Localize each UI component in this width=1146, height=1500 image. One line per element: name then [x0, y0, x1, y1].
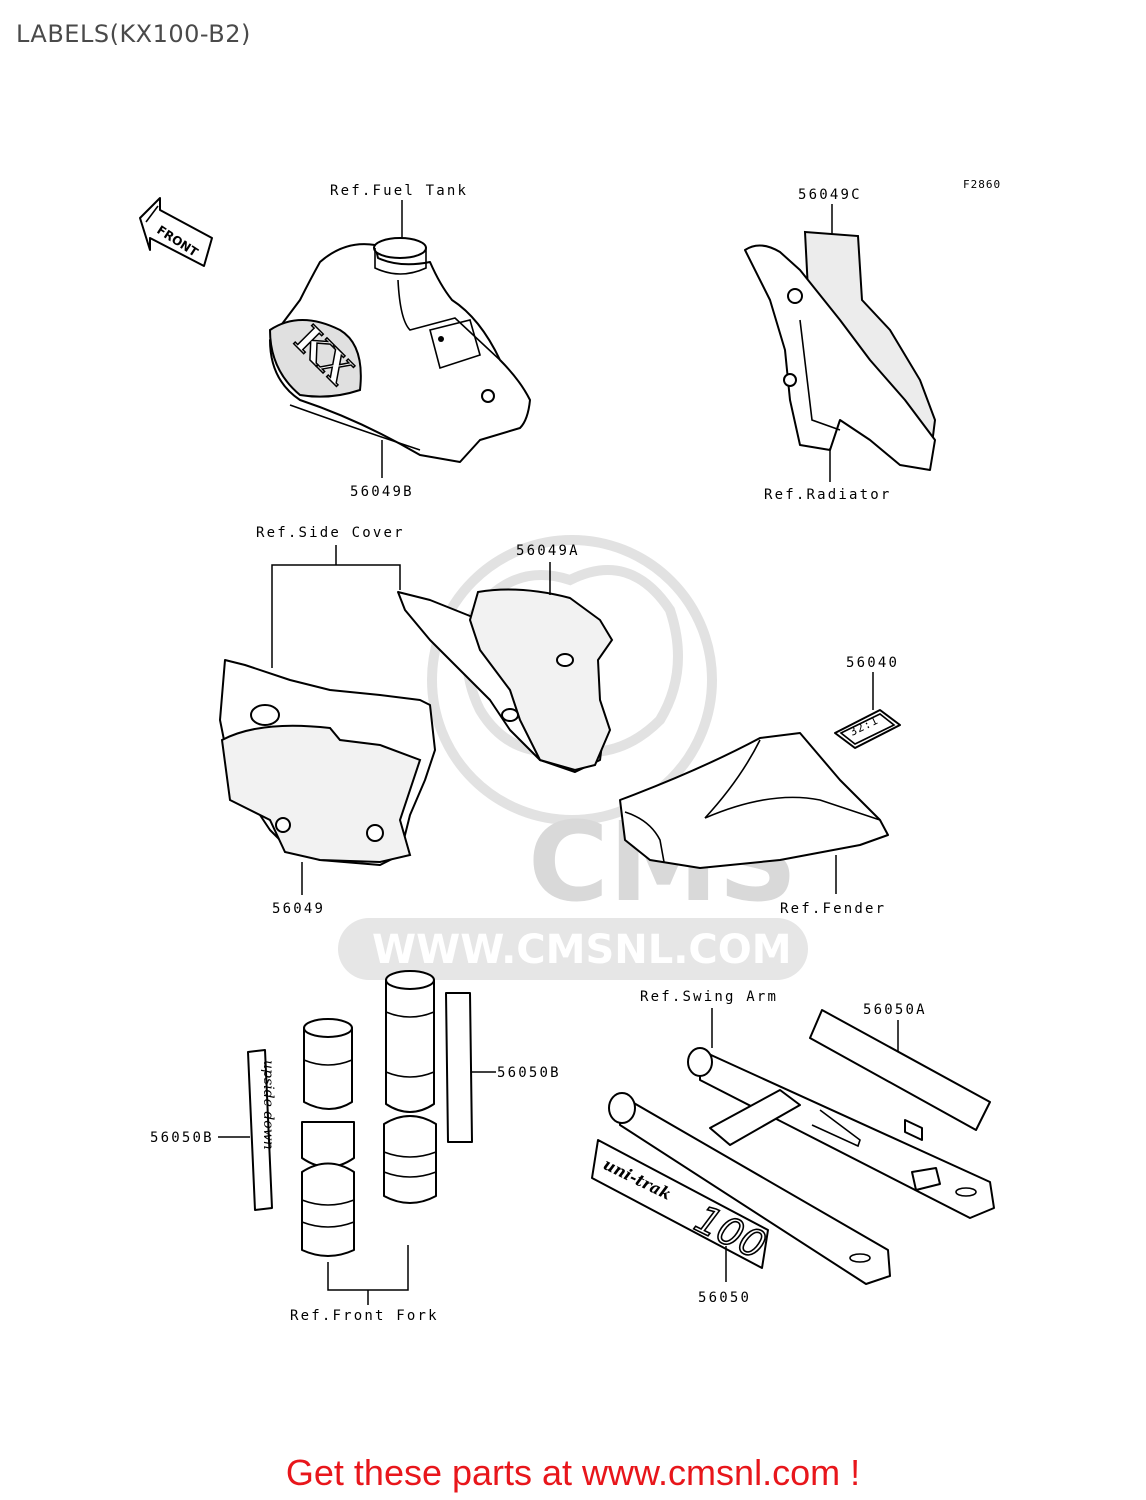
watermark-url-pill [338, 918, 808, 980]
page-title: LABELS(KX100-B2) [16, 20, 251, 48]
label-56050A: 56050A [863, 1002, 927, 1018]
watermark-url-text: WWW.CMSNL.COM [372, 927, 792, 973]
figure-code: F2860 [963, 178, 1001, 191]
label-56049: 56049 [272, 901, 325, 917]
fuel-tank-group: Ref.Fuel Tank KX 56049B [268, 183, 531, 500]
fork-right-lower [383, 1115, 437, 1204]
decal-fork-text: upside down [260, 1060, 276, 1150]
fork-left-lower [301, 1162, 355, 1257]
front-arrow: FRONT [139, 197, 213, 267]
decal-56049A [468, 588, 614, 772]
fender-group: Ref.Fender [619, 732, 889, 917]
label-56050: 56050 [698, 1290, 751, 1306]
front-arrow-shape [139, 197, 213, 267]
label-ref-side-cover: Ref.Side Cover [256, 525, 405, 541]
label-ref-front-fork: Ref.Front Fork [290, 1308, 439, 1324]
label-ref-radiator: Ref.Radiator [764, 487, 892, 503]
fork-left-mid [301, 1121, 355, 1168]
watermark: CMS WWW.CMSNL.COM [338, 535, 808, 980]
label-56050B-left: 56050B [150, 1130, 214, 1146]
parts-diagram: CMS WWW.CMSNL.COM F2860 FRONT Ref.Fuel T… [139, 178, 1001, 1324]
fuel-cap [373, 237, 427, 259]
watermark-ring [427, 535, 717, 825]
decal-56050 [591, 1139, 769, 1269]
decal-56050A [809, 1009, 991, 1131]
decal-56050B-right [445, 992, 473, 1143]
decal-56049B-shape [268, 319, 362, 398]
radiator-group: 56049C Ref.Radiator [744, 187, 937, 503]
label-56050B-right: 56050B [497, 1065, 561, 1081]
front-fork-group: upside down 56050B 56050B Ref.Front Fork [150, 970, 561, 1324]
label-56049B: 56049B [350, 484, 414, 500]
side-cover-group: Ref.Side Cover 56049 56049A [219, 525, 614, 917]
label-56049A: 56049A [516, 543, 580, 559]
label-ref-swing-arm: Ref.Swing Arm [640, 989, 778, 1005]
decal-56040-group: 56040 32:1 [834, 655, 901, 749]
swing-arm-group: Ref.Swing Arm 56050A uni-trak 100 56050 [591, 989, 995, 1306]
watermark-mascot [461, 565, 683, 757]
label-56049C: 56049C [798, 187, 862, 203]
swing-arm-crossmember [709, 1089, 801, 1146]
rear-fender [619, 732, 889, 869]
decal-56050B-left [247, 1049, 273, 1211]
label-56040: 56040 [846, 655, 899, 671]
label-ref-fender: Ref.Fender [780, 901, 886, 917]
label-ref-fuel-tank: Ref.Fuel Tank [330, 183, 468, 199]
decal-56040 [834, 709, 901, 749]
footer-promo: Get these parts at www.cmsnl.com ! [285, 1452, 861, 1493]
fork-right-upper [385, 979, 435, 1113]
fork-left-upper [303, 1027, 353, 1110]
